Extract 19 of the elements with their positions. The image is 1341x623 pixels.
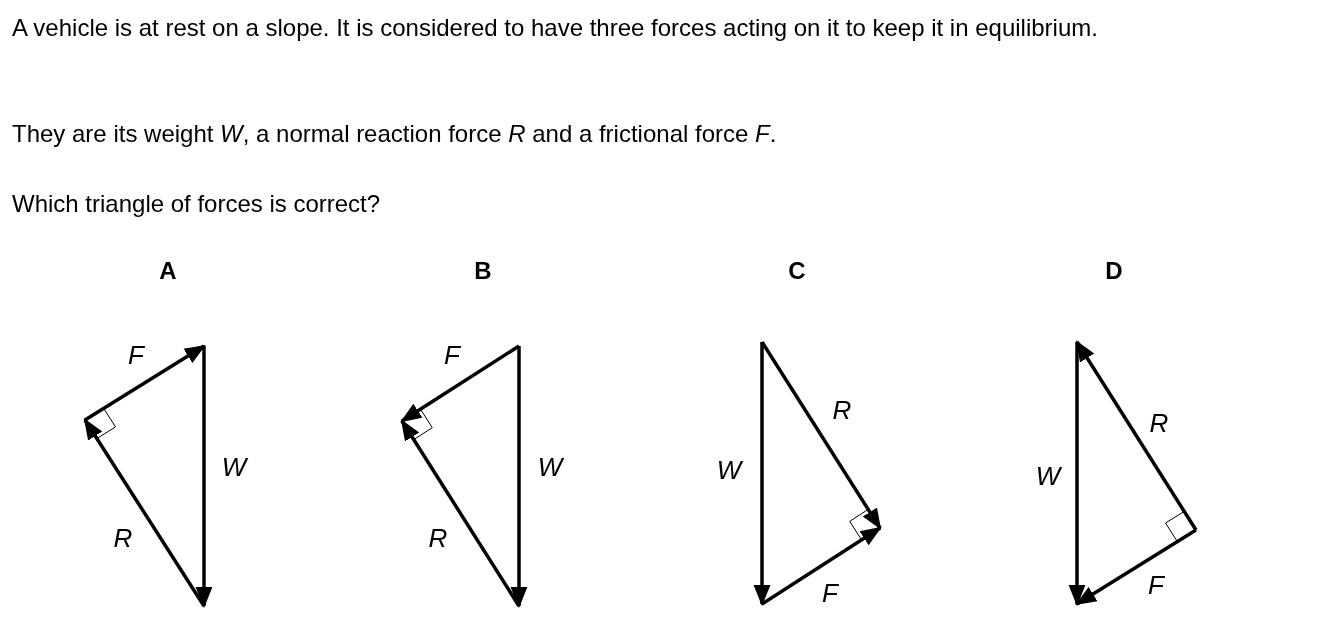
option-letter: C	[788, 259, 806, 283]
force-label: F	[128, 342, 144, 368]
force-label: F	[822, 580, 838, 606]
question-text: A vehicle is at rest on a slope. It is considered to have three forces acting on it to keep it in equilibrium.	[12, 13, 1099, 43]
force-label: F	[1148, 572, 1164, 598]
force-label: R	[1149, 410, 1169, 436]
force-label: W	[716, 457, 742, 483]
question-text: They are its weight W, a normal reaction force R and a frictional force F.	[12, 119, 778, 149]
force-label: W	[537, 454, 563, 480]
force-label: R	[832, 397, 852, 423]
option-letter: A	[159, 259, 177, 283]
question-text: Which triangle of forces is correct?	[12, 189, 382, 219]
force-label: W	[221, 454, 247, 480]
force-label: R	[113, 525, 133, 551]
option-letter: D	[1105, 259, 1123, 283]
force-label: F	[444, 342, 460, 368]
force-label: W	[1035, 463, 1061, 489]
option-letter: B	[474, 259, 492, 283]
force-label: R	[428, 525, 448, 551]
